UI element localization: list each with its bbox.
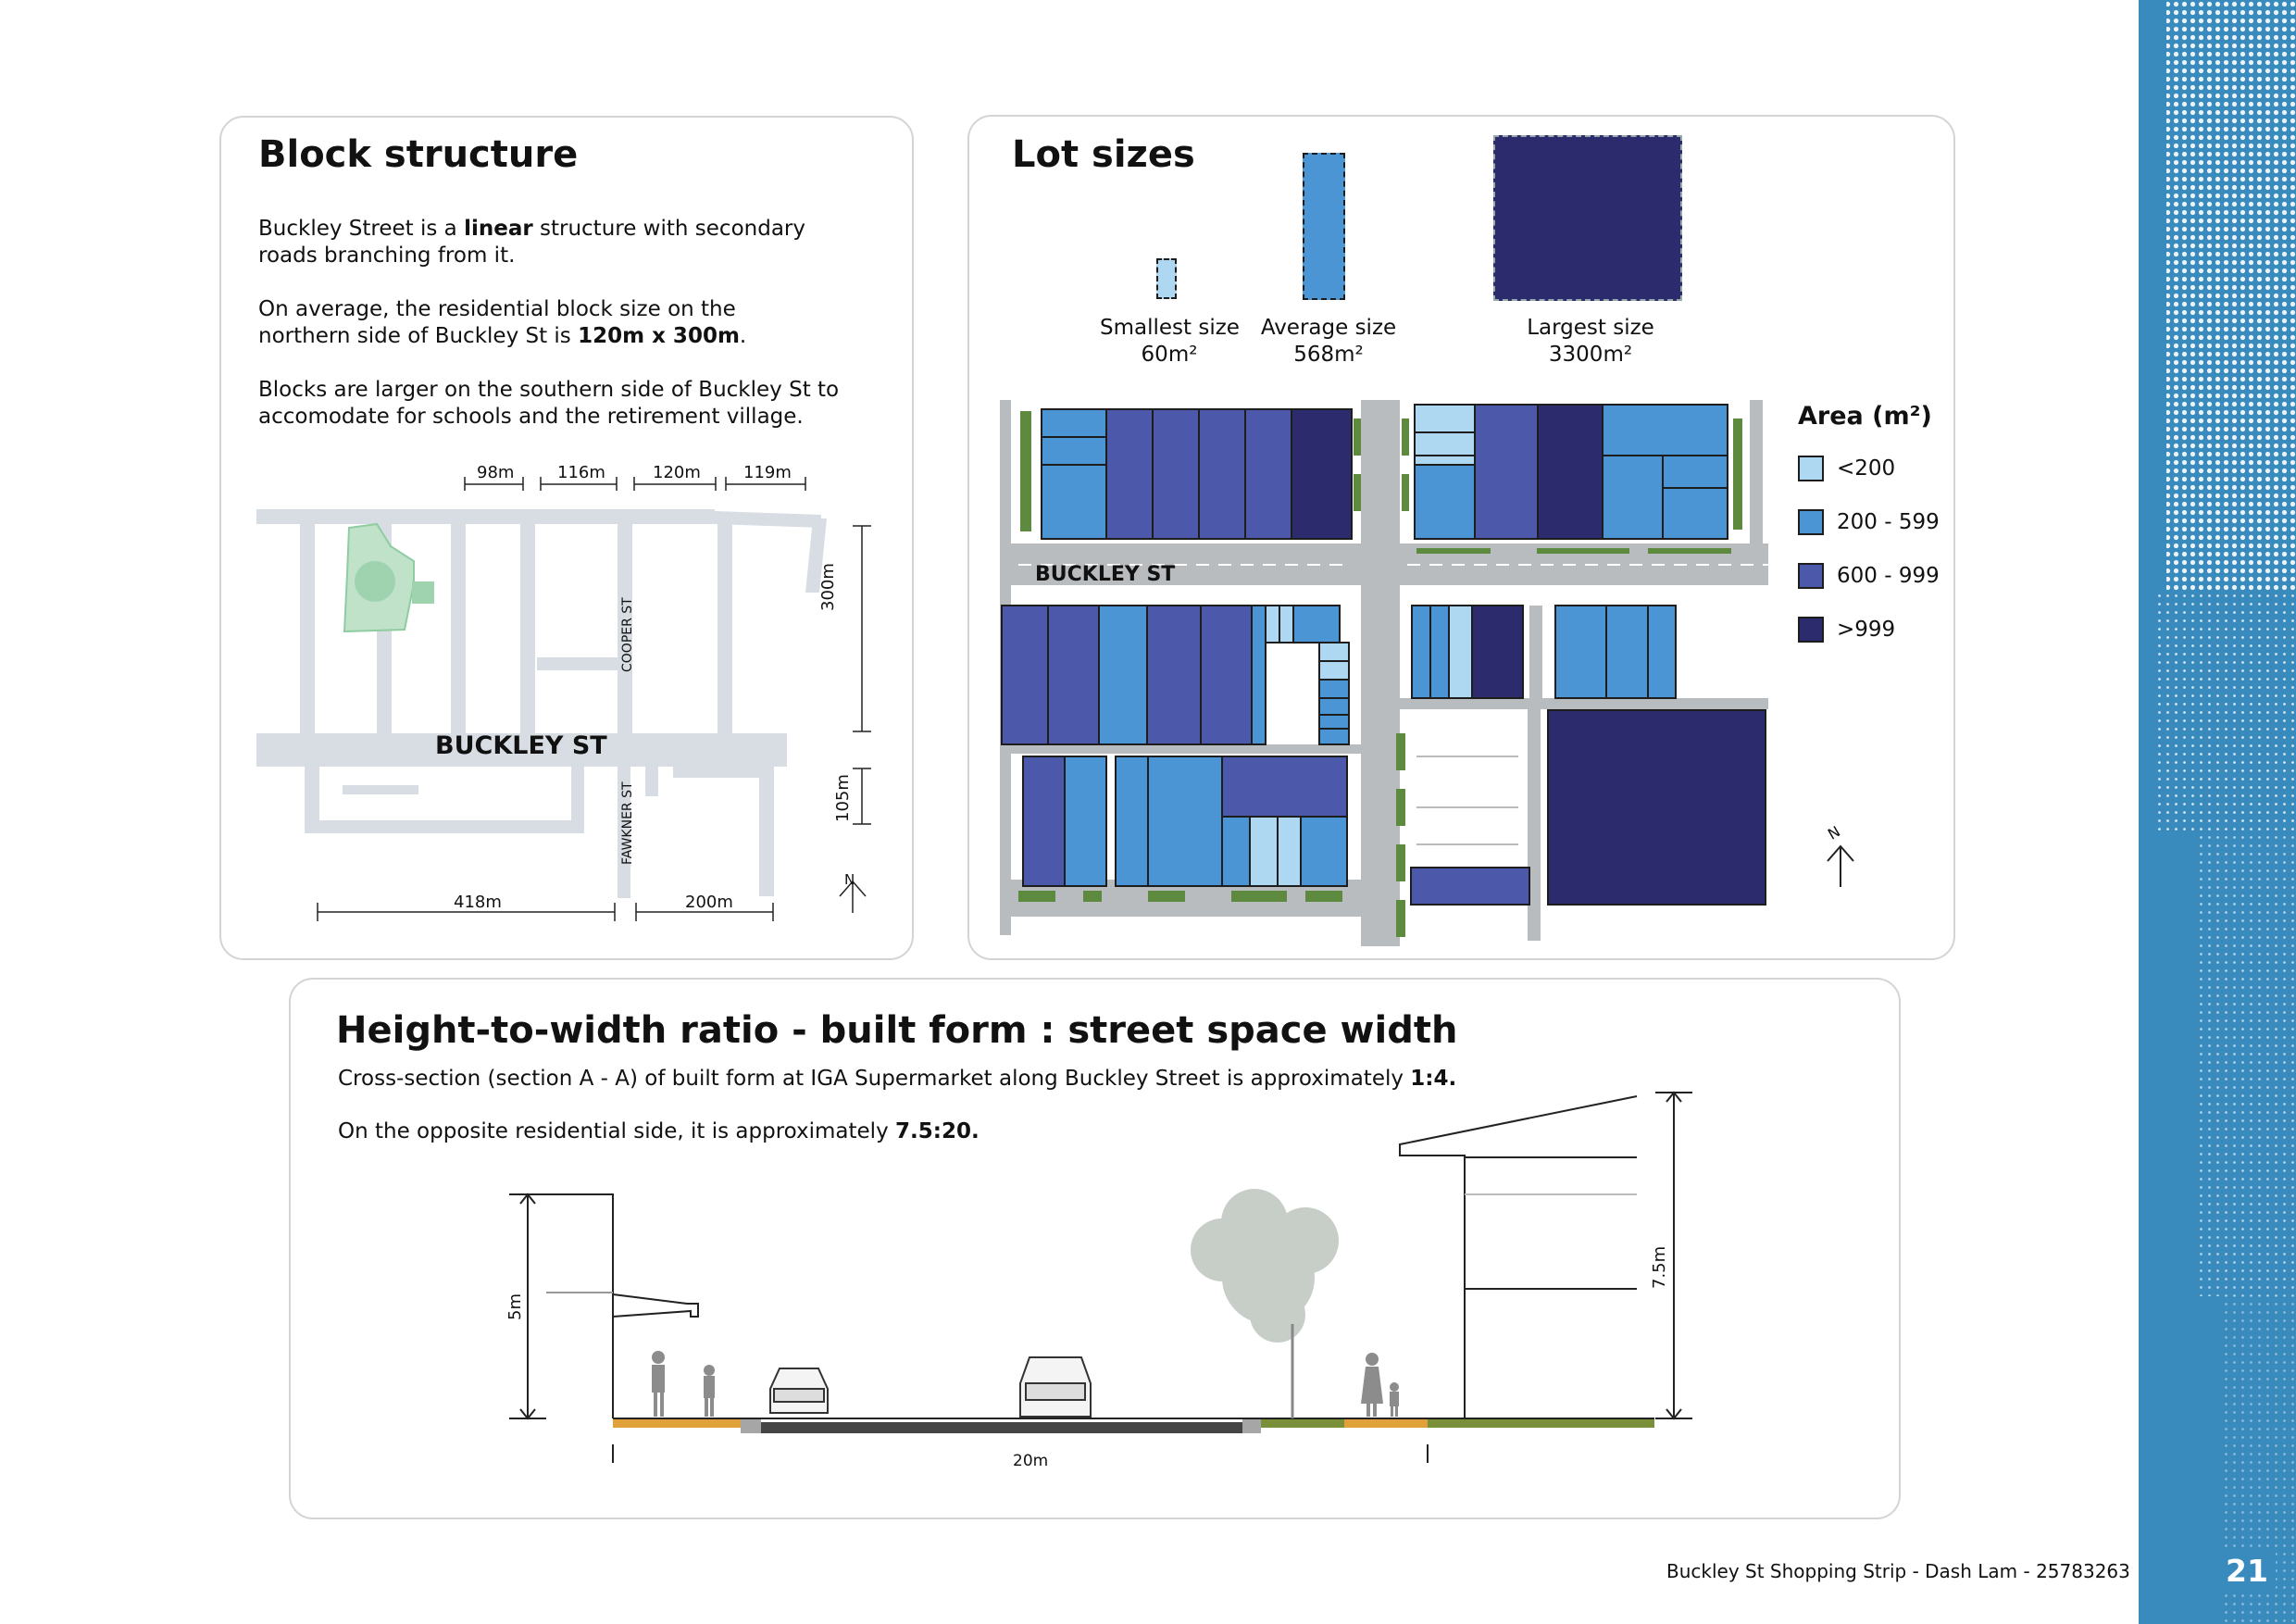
ratio-p1: Cross-section (section A - A) of built f… [338, 1067, 1457, 1091]
lot-map-street-label: BUCKLEY ST [1035, 563, 1176, 586]
ratio-p2: On the opposite residential side, it is … [338, 1119, 980, 1143]
dim-20m: 20m [1013, 1452, 1049, 1470]
page-number: 21 [2218, 1548, 2276, 1594]
legend-title: Area (m²) [1798, 402, 1932, 431]
dim-5m: 5m [505, 1293, 525, 1320]
dim-7-5m: 7.5m [1650, 1245, 1669, 1289]
legend-item-200-599: 200 - 599 [1798, 507, 1940, 537]
ratio-title: Height-to-width ratio - built form : str… [336, 1009, 1458, 1052]
legend-item-600-999: 600 - 999 [1798, 561, 1940, 591]
street-label-cooper: COOPER ST [620, 597, 635, 672]
lot-sizes-title: Lot sizes [1012, 133, 1195, 176]
dim-105m: 105m [833, 774, 853, 822]
dim-418m: 418m [454, 893, 502, 912]
dim-120m: 120m [653, 463, 701, 482]
dim-119m: 119m [743, 463, 792, 482]
legend-swatch [1798, 509, 1824, 535]
legend-item-lt200: <200 [1798, 454, 1895, 483]
street-label-buckley: BUCKLEY ST [435, 731, 607, 760]
block-structure-panel [219, 116, 914, 960]
cross-section-diagram [509, 1091, 1692, 1463]
footer-credit: Buckley St Shopping Strip - Dash Lam - 2… [1666, 1560, 2130, 1582]
smallest-lot-sample [1156, 258, 1177, 299]
north-label-1: N [844, 870, 855, 887]
dim-200m: 200m [685, 893, 733, 912]
largest-lot-sample [1493, 135, 1682, 301]
dim-116m: 116m [557, 463, 605, 482]
block-structure-p1: Buckley Street is a linear structure wit… [258, 217, 805, 268]
street-label-fawkner: FAWKNER ST [620, 781, 635, 865]
north-arrow-icon [1827, 844, 1854, 887]
legend-swatch [1798, 456, 1824, 481]
legend-swatch [1798, 617, 1824, 643]
block-structure-p2: On average, the residential block size o… [258, 297, 747, 348]
side-strip: 21 [2139, 0, 2296, 1624]
dim-300m: 300m [818, 563, 838, 611]
block-structure-map [256, 477, 871, 921]
lot-map [1000, 400, 1768, 946]
legend-swatch [1798, 563, 1824, 589]
block-structure-p3: Blocks are larger on the southern side o… [258, 378, 840, 429]
block-structure-title: Block structure [258, 133, 579, 176]
halftone-pattern [2157, 0, 2296, 1624]
average-lot-sample [1303, 153, 1345, 300]
dim-98m: 98m [477, 463, 515, 482]
legend-item-gt999: >999 [1798, 615, 1895, 644]
